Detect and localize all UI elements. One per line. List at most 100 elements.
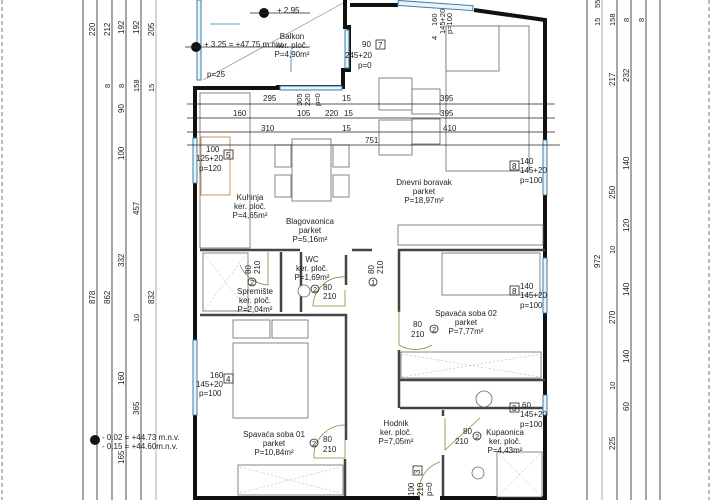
svg-text:2: 2: [475, 432, 479, 441]
svg-text:p=25: p=25: [207, 70, 226, 79]
tv-unit: [397, 224, 544, 246]
svg-text:55: 55: [593, 0, 602, 8]
svg-text:3: 3: [512, 404, 517, 413]
svg-text:210: 210: [376, 260, 385, 274]
level-marker-icon: [90, 435, 100, 445]
svg-text:p=100: p=100: [520, 176, 543, 185]
bed-02: [441, 252, 541, 296]
svg-text:8: 8: [512, 287, 517, 296]
svg-text:165: 165: [117, 450, 126, 464]
svg-text:245+20: 245+20: [345, 51, 372, 60]
svg-text:100: 100: [407, 482, 416, 496]
svg-text:15: 15: [593, 18, 602, 26]
svg-text:8: 8: [512, 162, 517, 171]
svg-text:751: 751: [365, 136, 379, 145]
svg-text:160: 160: [210, 371, 224, 380]
svg-text:5: 5: [226, 151, 231, 160]
svg-text:80: 80: [413, 320, 422, 329]
svg-text:210: 210: [323, 445, 337, 454]
svg-text:80: 80: [367, 265, 376, 274]
svg-text:parket: parket: [299, 226, 322, 235]
washbasin: [475, 390, 493, 408]
svg-text:100: 100: [206, 145, 220, 154]
svg-text:10: 10: [608, 246, 617, 254]
svg-text:p=0: p=0: [425, 482, 434, 496]
svg-text:250: 250: [608, 185, 617, 199]
svg-text:Blagovaonica: Blagovaonica: [286, 217, 335, 226]
svg-text:270: 270: [608, 310, 617, 324]
svg-text:220: 220: [325, 109, 339, 118]
svg-text:P=10,84m²: P=10,84m²: [254, 448, 294, 457]
svg-text:410: 410: [443, 124, 457, 133]
svg-text:8: 8: [622, 18, 631, 22]
svg-text:ker. ploč.: ker. ploč.: [239, 296, 271, 305]
svg-text:p=100: p=100: [520, 301, 543, 310]
svg-text:Spremište: Spremište: [237, 287, 274, 296]
svg-text:parket: parket: [263, 439, 286, 448]
svg-text:80: 80: [463, 427, 472, 436]
svg-text:P=4,43m²: P=4,43m²: [488, 446, 523, 455]
svg-text:232: 232: [622, 68, 631, 82]
svg-text:205: 205: [147, 22, 156, 36]
svg-text:217: 217: [608, 72, 617, 86]
svg-text:P=18,97m²: P=18,97m²: [404, 196, 444, 205]
svg-text:210: 210: [253, 260, 262, 274]
svg-text:90: 90: [362, 40, 371, 49]
svg-text:310: 310: [261, 124, 275, 133]
svg-text:145+20: 145+20: [520, 166, 547, 175]
svg-text:+ 2.95: + 2.95: [277, 6, 300, 15]
svg-text:15: 15: [342, 94, 351, 103]
svg-text:212: 212: [103, 22, 112, 36]
svg-text:332: 332: [117, 253, 126, 267]
svg-text:2: 2: [250, 278, 254, 287]
svg-text:160: 160: [233, 109, 247, 118]
svg-text:15: 15: [344, 109, 353, 118]
svg-text:p=100: p=100: [445, 13, 454, 34]
svg-text:105: 105: [297, 109, 311, 118]
level-labels: + 2.95 + 3.25 = +47.75 m.n.v. p=25 - 0.0…: [90, 6, 300, 451]
svg-text:158: 158: [608, 13, 617, 26]
svg-text:P=7,77m²: P=7,77m²: [449, 327, 484, 336]
svg-text:Balkon: Balkon: [280, 32, 304, 41]
svg-text:192: 192: [132, 20, 141, 34]
armchair: [378, 119, 413, 156]
svg-text:P=4,65m²: P=4,65m²: [233, 211, 268, 220]
svg-text:ker. ploč.: ker. ploč.: [380, 428, 412, 437]
svg-text:3: 3: [413, 469, 422, 474]
svg-text:- 0.15 = +44.60m.n.v.: - 0.15 = +44.60m.n.v.: [102, 442, 177, 451]
right-dimension-lines: [586, 0, 661, 500]
svg-text:210: 210: [411, 330, 425, 339]
svg-text:80: 80: [323, 435, 332, 444]
svg-text:10: 10: [132, 314, 141, 322]
svg-text:ker. ploč.: ker. ploč.: [489, 437, 521, 446]
svg-text:140: 140: [622, 282, 631, 296]
svg-text:Kuhinja: Kuhinja: [237, 193, 264, 202]
svg-text:395: 395: [440, 109, 454, 118]
svg-text:145+20: 145+20: [196, 380, 223, 389]
svg-text:878: 878: [88, 290, 97, 304]
svg-text:8: 8: [637, 18, 646, 22]
svg-text:P=5,16m²: P=5,16m²: [293, 235, 328, 244]
svg-text:parket: parket: [455, 318, 478, 327]
svg-text:Spavaća soba 01: Spavaća soba 01: [243, 430, 305, 439]
horizontal-dimension-labels: 295 15 395 160 105 220 15 395 310 15 410…: [233, 93, 457, 145]
svg-text:p=100: p=100: [199, 389, 222, 398]
svg-text:60: 60: [522, 401, 531, 410]
svg-text:100: 100: [117, 146, 126, 160]
furniture: [199, 25, 544, 498]
horizontal-dimension-lines: [187, 103, 560, 146]
svg-text:160: 160: [117, 371, 126, 385]
